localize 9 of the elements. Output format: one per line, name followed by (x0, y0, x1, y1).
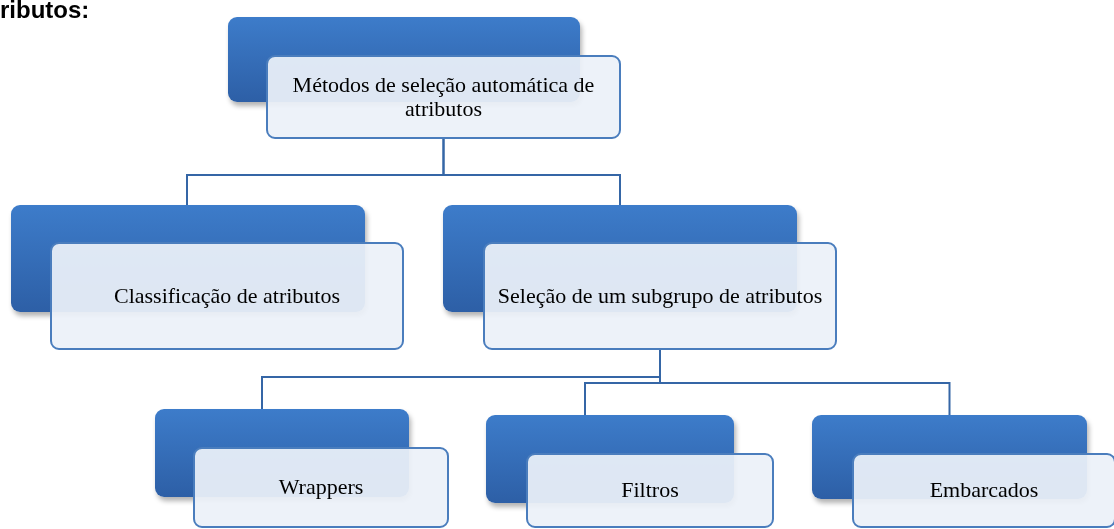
node-label: Filtros (621, 478, 679, 503)
node-label: Seleção de um subgrupo de atributos (497, 283, 823, 309)
node-label: Classificação de atributos (113, 283, 340, 309)
node-label: Métodos de seleção automática de atributos (291, 72, 596, 122)
node-label: Embarcados (929, 478, 1039, 503)
connector-line (442, 138, 621, 206)
node-label: Wrappers (278, 475, 364, 500)
connector-line (659, 349, 951, 416)
heading-fragment: ributos: (0, 0, 90, 24)
